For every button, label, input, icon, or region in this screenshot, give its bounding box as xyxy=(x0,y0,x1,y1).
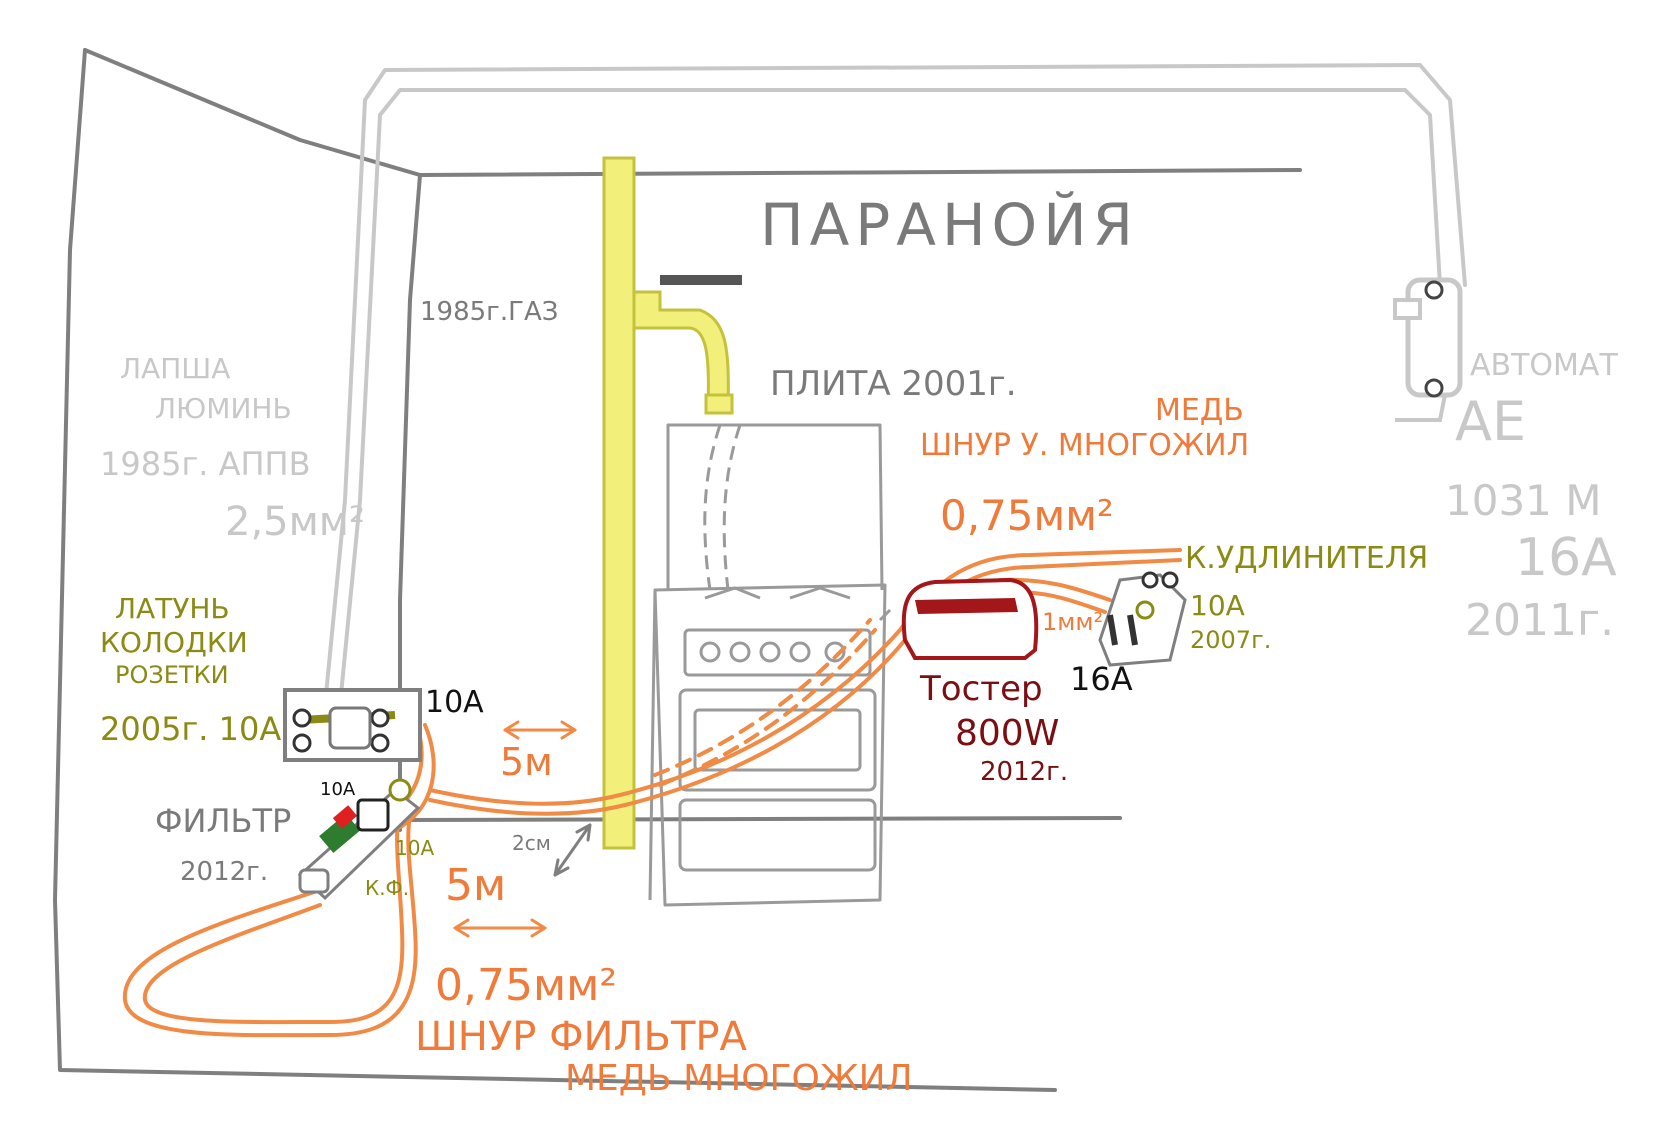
breaker-line1: АВТОМАТ xyxy=(1470,348,1618,383)
kf-name: К.Ф. xyxy=(365,876,409,900)
toaster-cord-label: 1мм² xyxy=(1042,608,1103,636)
brass-line3: РОЗЕТКИ xyxy=(115,661,229,689)
gap-label: 2см xyxy=(512,831,551,855)
breaker-label: АВТОМАТ АЕ 1031 М 16А 2011г. xyxy=(1445,348,1618,646)
extension-rating: 10А xyxy=(1190,589,1245,622)
brass-line2: КОЛОДКИ xyxy=(100,626,248,659)
power-filter xyxy=(297,778,421,901)
breaker-line4: 16А xyxy=(1515,528,1617,588)
dimension-arrows xyxy=(453,720,577,938)
breaker-line2: АЕ xyxy=(1455,390,1526,453)
filter-label: ФИЛЬТР 2012г. xyxy=(155,802,291,887)
filter-cord-label: 0,75мм² ШНУР ФИЛЬТРА МЕДЬ МНОГОЖИЛ xyxy=(415,960,913,1099)
toaster-plug-rating: 16А xyxy=(1070,660,1133,698)
room-outline xyxy=(53,48,1302,1092)
filter-line2: 2012г. xyxy=(180,857,268,887)
kf-label: 10А К.Ф. xyxy=(365,836,434,900)
aluminum-line4: 2,5мм² xyxy=(225,499,365,545)
breaker-device xyxy=(1393,277,1463,422)
filter-line1: ФИЛЬТР xyxy=(155,802,291,840)
aluminum-line2: ЛЮМИНЬ xyxy=(155,392,292,425)
breaker-line3: 1031 М xyxy=(1445,476,1601,525)
ext-cord-label: МЕДЬ ШНУР У. МНОГОЖИЛ 0,75мм² xyxy=(920,393,1249,540)
extension-name: К.УДЛИНИТЕЛЯ xyxy=(1185,541,1428,576)
toaster-name: Тостер xyxy=(919,669,1043,709)
ext-cord-section: 0,75мм² xyxy=(940,491,1114,540)
extension-year: 2007г. xyxy=(1190,626,1271,654)
ext-cord-line2: ШНУР У. МНОГОЖИЛ xyxy=(920,428,1249,463)
gap-arrow xyxy=(553,823,592,877)
aluminum-label: ЛАПША ЛЮМИНЬ 1985г. АППВ 2,5мм² xyxy=(100,352,365,545)
extension-socket xyxy=(1098,571,1187,667)
outlet-rating: 10А xyxy=(425,685,484,720)
aluminum-line1: ЛАПША xyxy=(120,352,230,385)
gas-pipe xyxy=(602,156,742,850)
brass-label: ЛАТУНЬ КОЛОДКИ РОЗЕТКИ 2005г. 10А xyxy=(100,592,281,748)
wall-outlet xyxy=(283,688,422,762)
brass-line1: ЛАТУНЬ xyxy=(115,592,230,625)
page-title: ПАРАНОЙЯ xyxy=(760,190,1139,259)
filter-cord-line2: МЕДЬ МНОГОЖИЛ xyxy=(565,1058,913,1099)
filter-plug-rating: 10А xyxy=(320,779,356,800)
ext-cord-line1: МЕДЬ xyxy=(1155,393,1244,428)
stove xyxy=(648,423,892,907)
filter-cord-line1: ШНУР ФИЛЬТРА xyxy=(415,1014,747,1060)
kf-rating: 10А xyxy=(395,836,434,860)
toaster-label: 1мм² Тостер 800W 2012г. xyxy=(919,608,1103,787)
cords xyxy=(122,548,1182,1038)
length-top-label: 5м xyxy=(500,740,553,784)
toaster-year: 2012г. xyxy=(980,757,1068,787)
brass-line4: 2005г. 10А xyxy=(100,710,281,748)
aluminum-line3: 1985г. АППВ xyxy=(100,445,311,483)
breaker-line5: 2011г. xyxy=(1465,595,1614,646)
gas-label: 1985г.ГАЗ xyxy=(420,297,558,327)
extension-label: К.УДЛИНИТЕЛЯ 10А 2007г. xyxy=(1185,541,1428,654)
toaster-power: 800W xyxy=(955,713,1059,754)
toaster xyxy=(901,577,1039,660)
filter-cord-section: 0,75мм² xyxy=(435,960,617,1011)
length-bottom-label: 5м xyxy=(445,860,506,911)
stove-label: ПЛИТА 2001г. xyxy=(770,364,1017,404)
